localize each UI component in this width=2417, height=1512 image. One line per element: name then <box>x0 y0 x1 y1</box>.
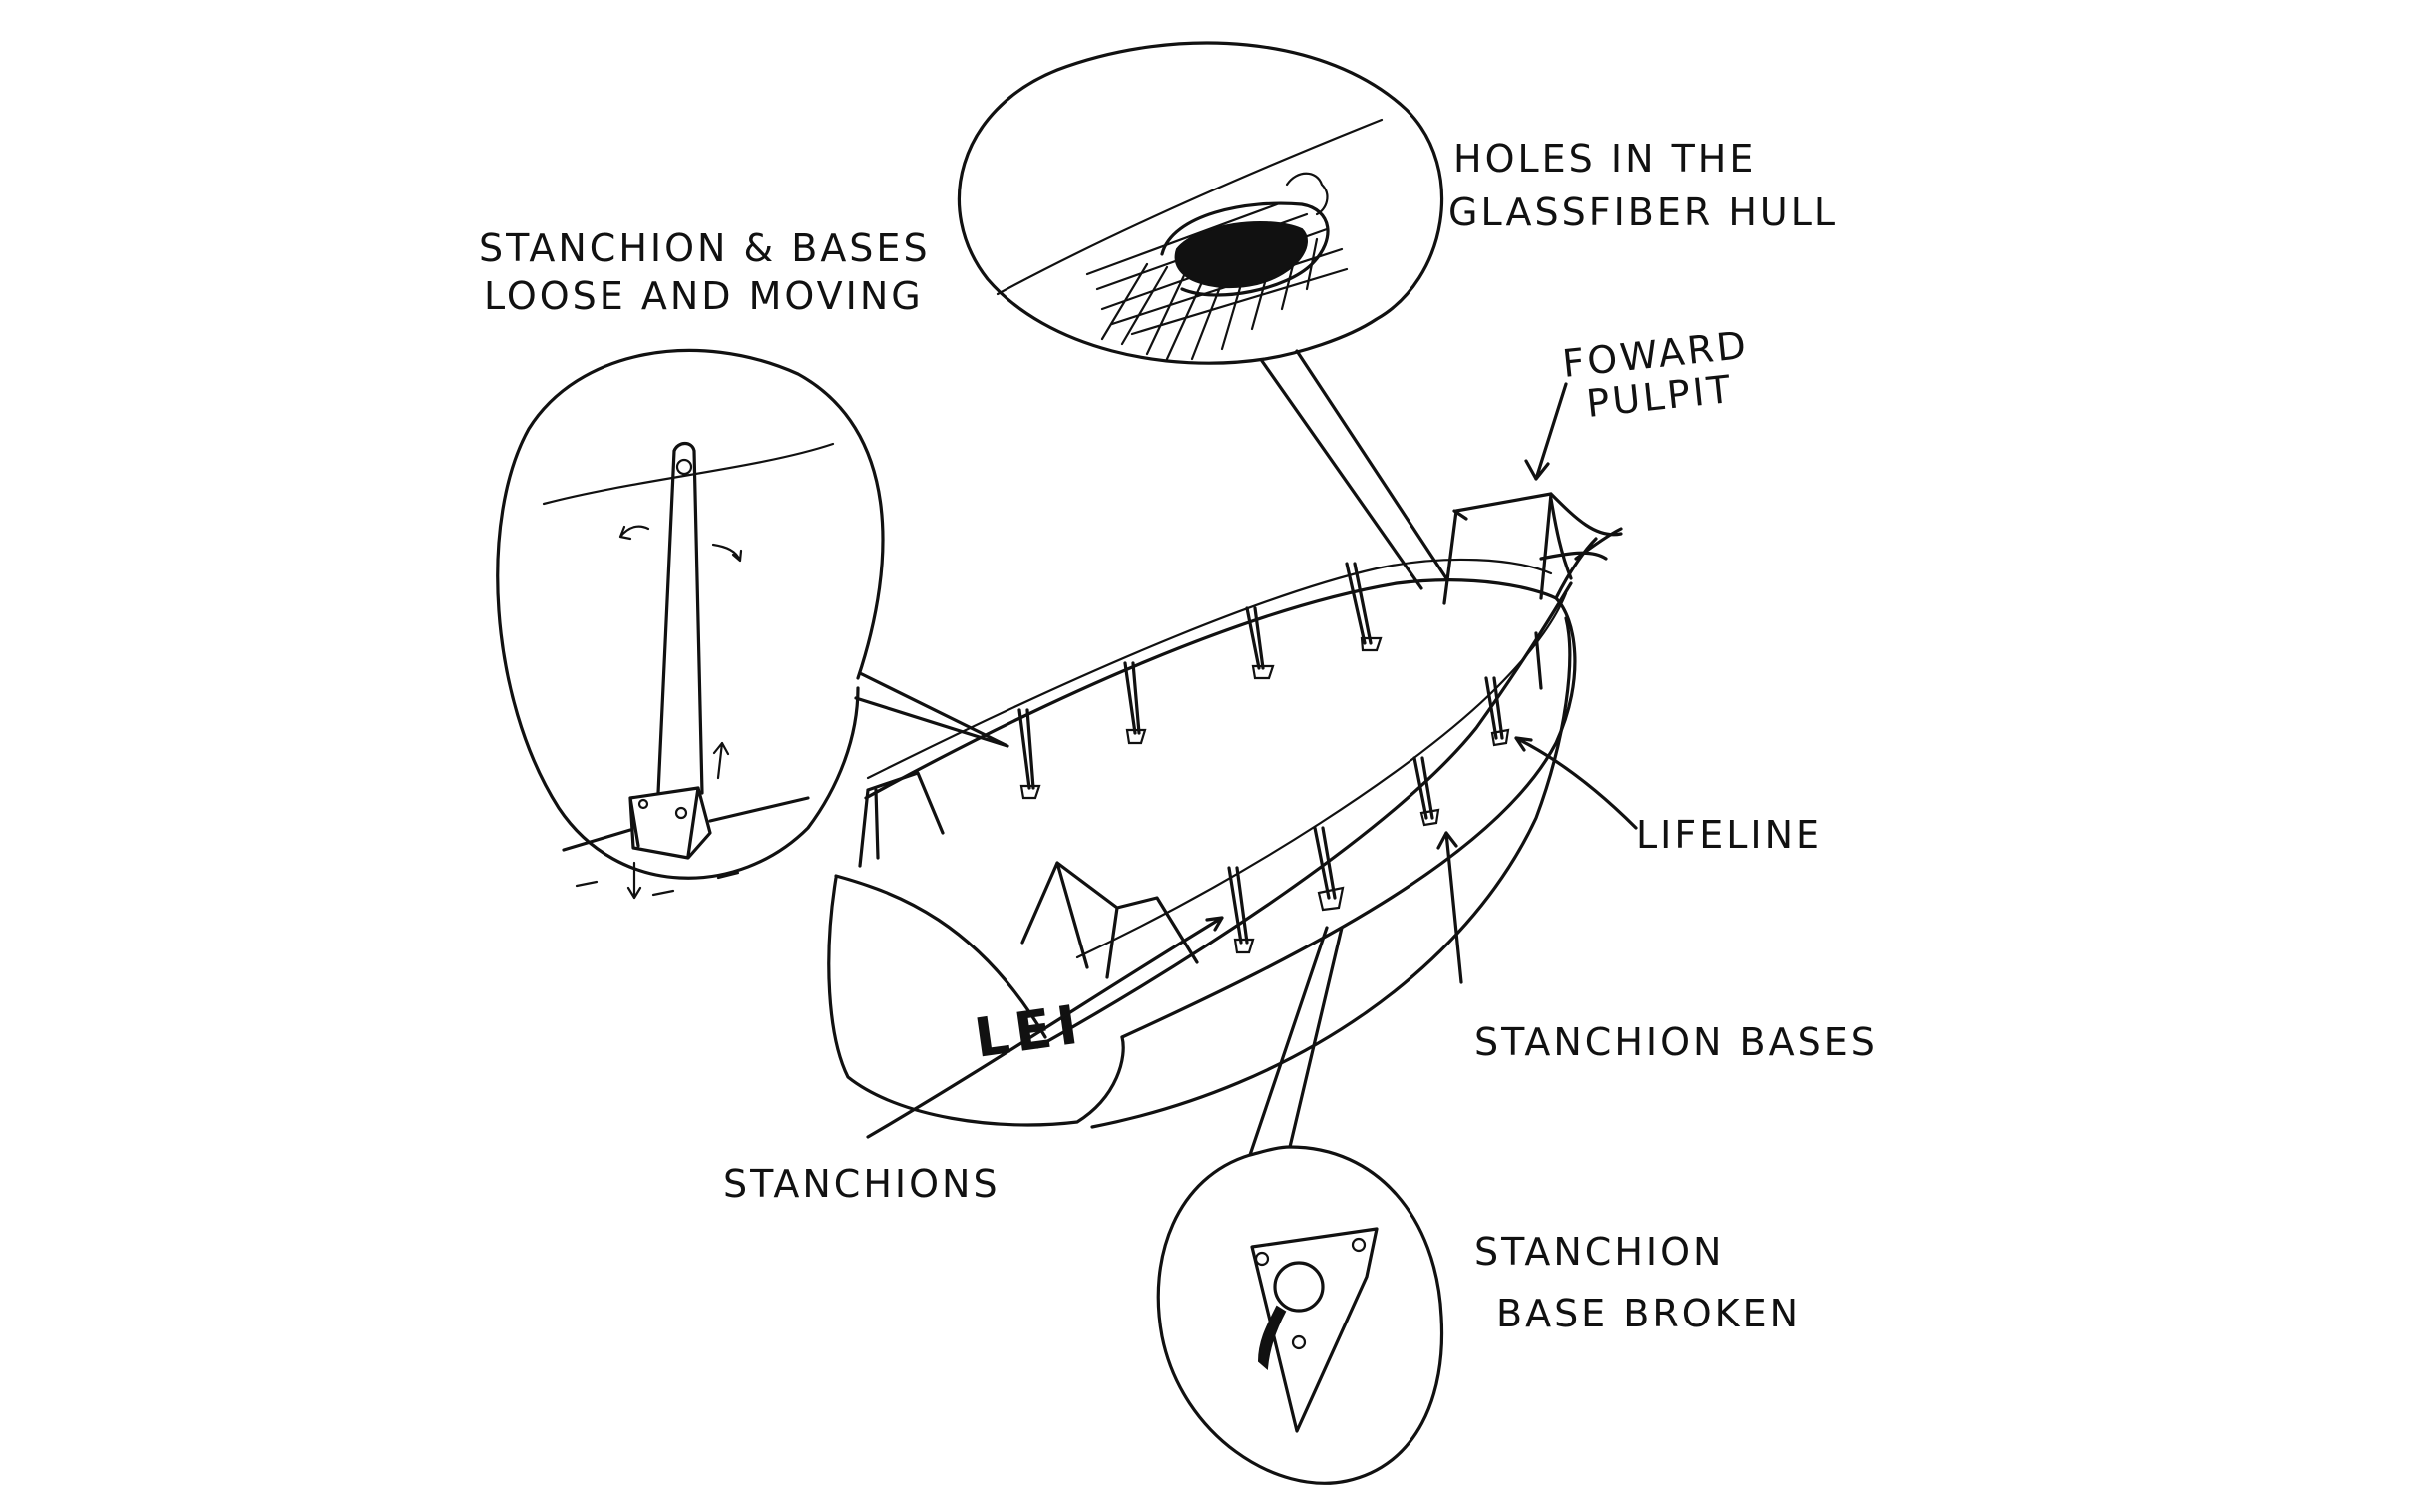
stanchion <box>1313 826 1337 900</box>
stanchion <box>1227 866 1249 945</box>
label-lifeline: LIFELINE <box>1636 813 1822 857</box>
label-stanchion-loose-1: STANCHION & BASES <box>479 226 931 270</box>
stanchion <box>1245 606 1265 670</box>
stanchion <box>1484 676 1504 740</box>
stanchion-eye <box>675 458 693 476</box>
stanchion-base-block <box>628 786 712 860</box>
label-base-broken-1: STANCHION <box>1474 1230 1724 1274</box>
torn-fibers <box>1285 172 1329 216</box>
label-holes-2: GLASSFIBER HULL <box>1448 190 1838 234</box>
callout-pointer-left <box>854 671 1009 748</box>
base-bolt <box>674 806 688 820</box>
hull-side-lower <box>1120 596 1577 1039</box>
stanchion-base <box>1233 938 1255 954</box>
lifeline-far <box>866 558 1553 780</box>
stanchion-post <box>656 441 704 795</box>
stern-pulpit <box>858 771 945 868</box>
label-base-broken-2: BASE BROKEN <box>1496 1292 1801 1335</box>
deck-dash <box>575 871 740 897</box>
callout-stanchion-loose <box>496 348 1009 900</box>
broken-base-plate <box>1250 1227 1379 1433</box>
stanchion-base <box>1360 636 1383 652</box>
stanchion-base <box>1125 728 1147 745</box>
transom-top <box>834 874 1047 1039</box>
base-screw-hole <box>1254 1251 1270 1267</box>
hull-hole <box>1174 220 1308 288</box>
label-stanchion-loose-2: LOOSE AND MOVING <box>484 274 924 318</box>
callout-pointer-top <box>1260 349 1448 590</box>
callout-base-broken <box>1156 926 1444 1485</box>
motion-arrow-icon <box>626 861 642 900</box>
stanchion-bases-leader <box>1436 831 1463 984</box>
stanchions-near <box>1020 631 1543 979</box>
forward-pulpit <box>1442 492 1623 605</box>
callout-bubble-bottom <box>1156 1145 1444 1485</box>
stanchion <box>1534 631 1543 690</box>
stanchion-base <box>1251 664 1275 680</box>
deck-line <box>562 796 810 852</box>
motion-arrow-icon <box>711 543 743 563</box>
annotation-labels: STANCHION & BASES LOOSE AND MOVING HOLES… <box>479 137 1878 1335</box>
stanchion-base <box>1490 728 1510 747</box>
callout-bubble-top <box>957 41 1444 365</box>
stern-transom <box>827 876 1125 1127</box>
sheer-line-near <box>1035 581 1573 1049</box>
stanchions-far <box>858 492 1623 868</box>
base-screw-hole <box>1291 1334 1307 1350</box>
motion-arrow-icon <box>618 525 650 541</box>
sheer-line-far <box>864 578 1558 800</box>
label-holes-1: HOLES IN THE <box>1453 137 1756 181</box>
stanchion-base-broken <box>1317 886 1345 912</box>
stanchions-leader <box>866 916 1224 1139</box>
base-crack <box>1257 1305 1287 1371</box>
leader-lines <box>866 382 1638 1139</box>
stanchion <box>1345 562 1373 645</box>
hull-keel-line <box>1090 616 1572 1129</box>
stanchion-base <box>1419 808 1440 827</box>
base-screw-hole <box>1351 1237 1367 1253</box>
stanchion <box>1017 708 1035 790</box>
callout-bubble-left <box>496 348 885 880</box>
pulpit-arrow <box>1524 382 1568 481</box>
callout-pointer-bottom <box>1248 926 1344 1157</box>
base-socket <box>1273 1261 1325 1313</box>
motion-arrow-icon <box>712 741 730 780</box>
lifeline-near <box>1075 591 1568 959</box>
hull-lettering: LEI <box>971 992 1087 1070</box>
lifeline-leader <box>1514 736 1638 830</box>
label-stanchions: STANCHIONS <box>723 1162 1001 1206</box>
hull-surface-line <box>996 118 1384 296</box>
stanchion <box>1123 661 1141 735</box>
stanchion-base <box>1019 784 1041 800</box>
callout-hull-holes <box>957 41 1448 590</box>
stanchion <box>1412 756 1434 820</box>
base-bolt <box>637 798 649 810</box>
hole-edge <box>1160 201 1330 297</box>
bow <box>1554 527 1623 600</box>
label-stanchion-bases: STANCHION BASES <box>1474 1020 1878 1064</box>
pulpit-rail <box>1549 497 1573 580</box>
stern-pulpit-near <box>1020 861 1199 979</box>
